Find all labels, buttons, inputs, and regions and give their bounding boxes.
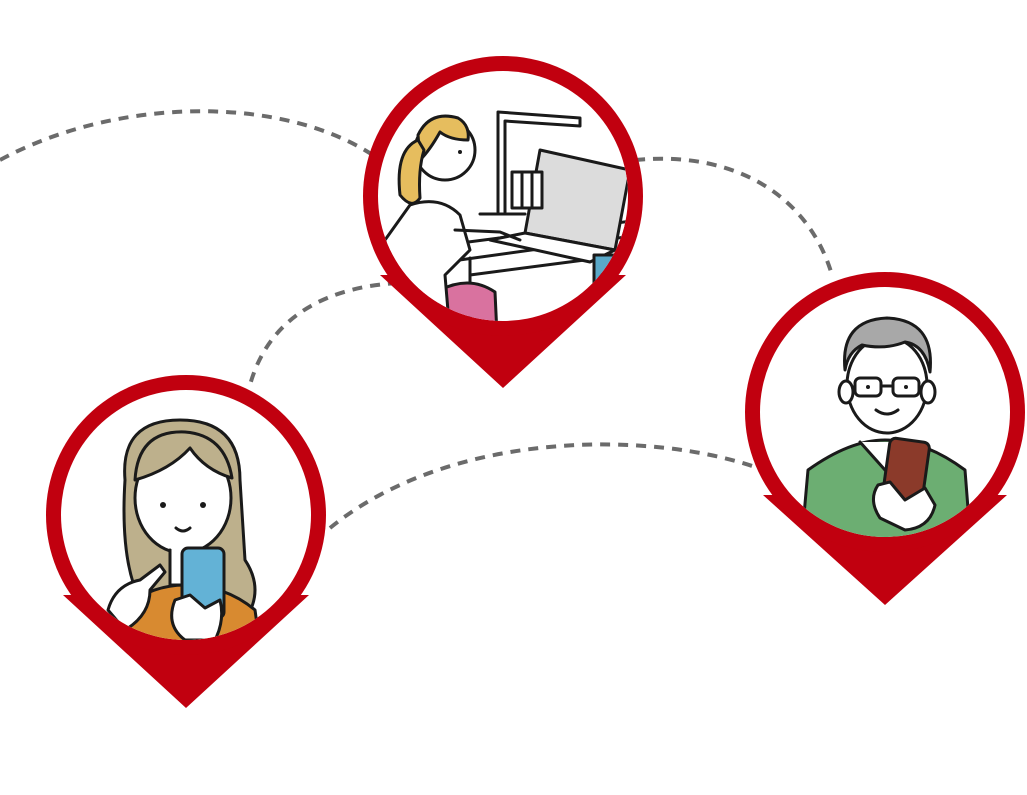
pin-young-woman [46, 375, 326, 708]
woman-holding-smartphone-icon [106, 418, 264, 640]
connection-center-to-right [634, 156, 834, 276]
pin-elderly-man [745, 272, 1025, 605]
connection-lowerleft-to-right [328, 442, 759, 530]
pin-remote-worker [363, 56, 643, 388]
connection-center-to-lowerleft [248, 281, 399, 386]
connection-lines [0, 109, 834, 530]
connection-left-to-center [0, 109, 382, 162]
